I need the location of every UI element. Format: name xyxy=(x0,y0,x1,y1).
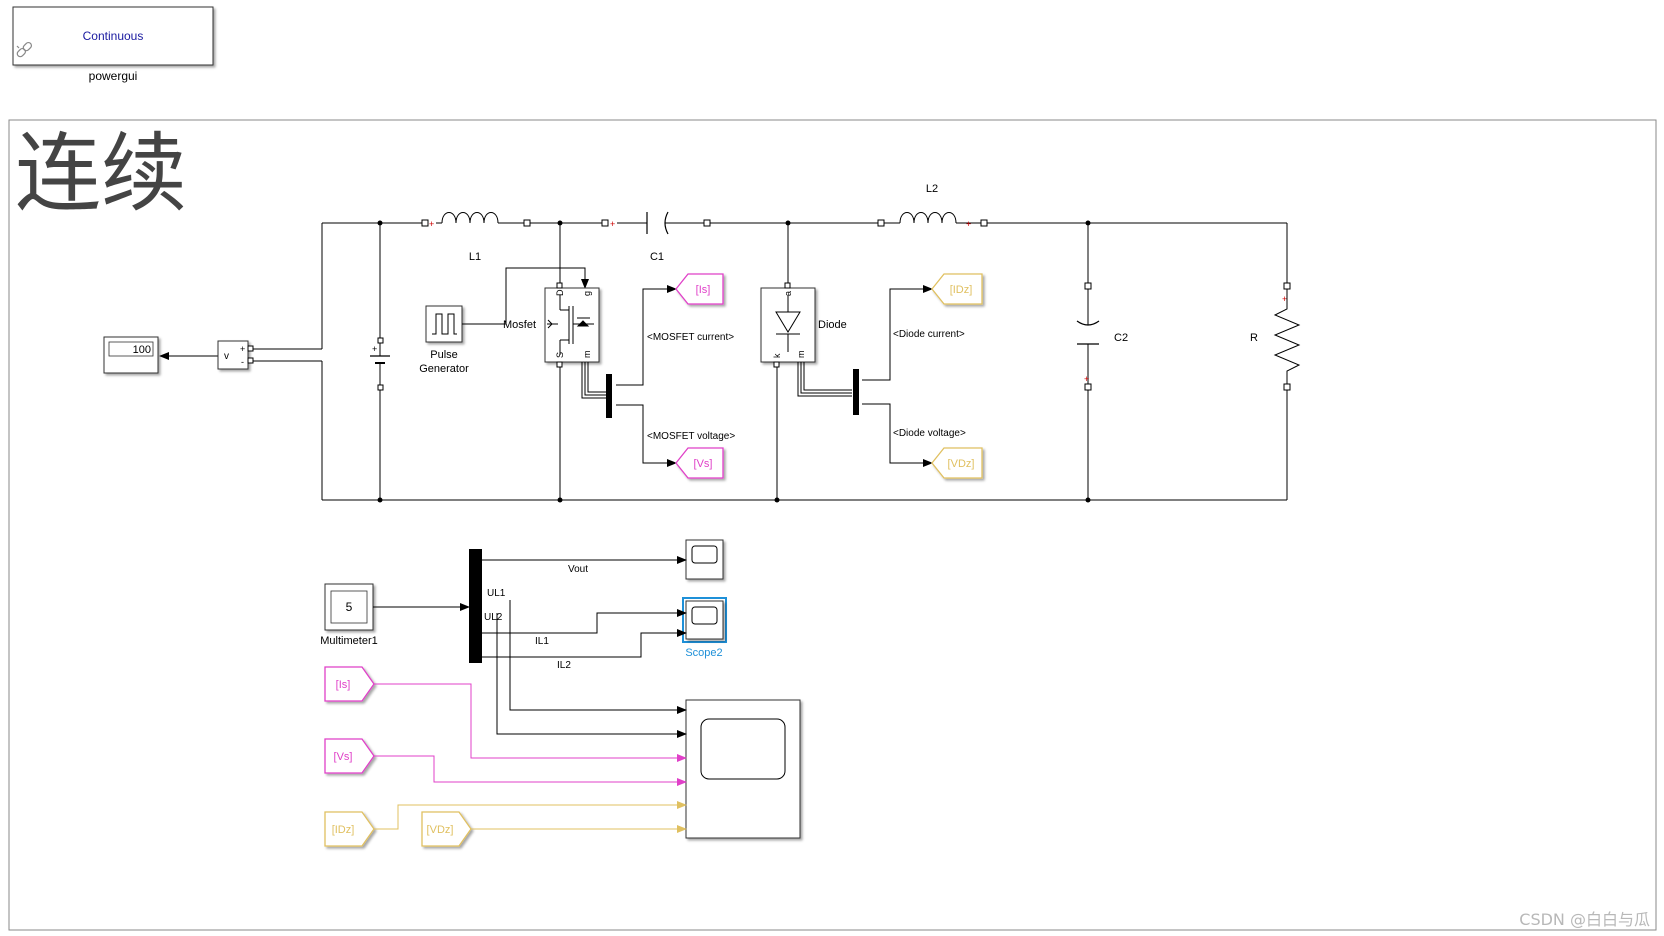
mosfet-port-s: S xyxy=(555,352,565,358)
display-value: 100 xyxy=(133,344,151,356)
capacitor-C1[interactable]: + C1 xyxy=(601,211,711,263)
voltmeter-plus: + xyxy=(240,344,245,354)
svg-text:+: + xyxy=(429,219,434,229)
signal-il1: IL1 xyxy=(535,636,549,647)
mosfet-measure-wires xyxy=(581,285,677,467)
goto-idz-tag[interactable]: [IDz] xyxy=(931,273,983,305)
from-is-tag[interactable]: [Is] xyxy=(324,666,375,702)
demux-block[interactable] xyxy=(469,549,482,663)
R-label: R xyxy=(1250,332,1258,344)
mosfet-port-g: g xyxy=(582,291,592,296)
scope2-block[interactable]: Scope2 xyxy=(682,597,727,659)
inductor-L1[interactable]: + L1 xyxy=(421,212,531,264)
mosfet-label: Mosfet xyxy=(503,319,536,331)
diode-current-label: <Diode current> xyxy=(893,329,965,340)
wire-junctions xyxy=(377,220,1091,503)
multimeter-value: 5 xyxy=(346,600,353,614)
goto-vs-label: [Vs] xyxy=(694,458,713,470)
source-plus: + xyxy=(372,344,377,354)
pulse-generator-label-1: Pulse xyxy=(430,349,458,361)
C1-label: C1 xyxy=(650,251,664,263)
goto-vdz-label: [VDz] xyxy=(948,458,975,470)
C2-label: C2 xyxy=(1114,332,1128,344)
area-title: 连续 xyxy=(15,126,187,222)
L2-label: L2 xyxy=(926,183,938,195)
from-tag-wires xyxy=(374,683,687,833)
L1-label: L1 xyxy=(469,251,481,263)
from-is-label: [Is] xyxy=(336,679,351,691)
diode-bus-selector[interactable] xyxy=(853,369,859,415)
goto-vs-tag[interactable]: [Vs] xyxy=(675,447,724,479)
diode-block[interactable]: a k m Diode xyxy=(760,282,847,368)
voltmeter-label: v xyxy=(224,351,229,362)
voltage-measurement-block[interactable]: v + - xyxy=(217,340,254,370)
svg-text:+: + xyxy=(1282,294,1287,304)
link-icon xyxy=(16,41,33,58)
powergui-mode: Continuous xyxy=(83,29,144,43)
multimeter-block[interactable]: 5 Multimeter1 xyxy=(320,583,378,647)
signal-il2: IL2 xyxy=(557,660,571,671)
mosfet-block[interactable]: D g S m Mosfet xyxy=(503,282,600,368)
voltmeter-minus: - xyxy=(241,357,244,367)
diode-label: Diode xyxy=(818,319,847,331)
gate-wire xyxy=(505,267,589,324)
diode-port-m: m xyxy=(796,351,806,359)
diode-symbol-icon xyxy=(775,295,801,352)
pulse-generator-label-2: Generator xyxy=(419,363,469,375)
powergui-block[interactable]: Continuous powergui xyxy=(12,6,214,83)
svg-text:+: + xyxy=(1084,374,1089,384)
multimeter-name: Multimeter1 xyxy=(320,635,377,647)
from-vdz-tag[interactable]: [VDz] xyxy=(421,811,472,847)
goto-is-label: [Is] xyxy=(696,284,711,296)
diode-voltage-label: <Diode voltage> xyxy=(893,428,966,439)
from-vs-label: [Vs] xyxy=(334,751,353,763)
inductor-L2[interactable]: + L2 xyxy=(877,183,988,229)
mosfet-port-m: m xyxy=(582,351,592,359)
diode-measure-wires xyxy=(797,285,933,467)
from-idz-tag[interactable]: [IDz] xyxy=(324,811,375,847)
demux-output-wires xyxy=(482,556,687,738)
resistor-R[interactable]: + R xyxy=(1250,282,1301,391)
signal-ul1: UL1 xyxy=(487,588,506,599)
area-frame xyxy=(8,119,1657,931)
capacitor-C2[interactable]: + C2 xyxy=(1076,282,1128,391)
powergui-name: powergui xyxy=(89,69,138,83)
from-idz-label: [IDz] xyxy=(332,824,355,836)
scope-vout-block[interactable] xyxy=(685,539,724,580)
mosfet-current-label: <MOSFET current> xyxy=(647,332,734,343)
mosfet-port-d: D xyxy=(555,289,565,296)
from-vs-tag[interactable]: [Vs] xyxy=(324,738,375,774)
svg-text:+: + xyxy=(610,219,615,229)
mosfet-symbol-icon xyxy=(547,295,594,355)
from-vdz-label: [VDz] xyxy=(427,824,454,836)
goto-idz-label: [IDz] xyxy=(950,284,973,296)
pulse-generator-block[interactable]: Pulse Generator xyxy=(419,305,469,375)
display-block[interactable]: 100 xyxy=(103,336,159,374)
scope2-name: Scope2 xyxy=(685,647,722,659)
watermark: CSDN @白白与瓜 xyxy=(1519,910,1650,929)
dc-voltage-source[interactable]: + xyxy=(370,337,390,391)
goto-is-tag[interactable]: [Is] xyxy=(675,273,724,305)
mosfet-voltage-label: <MOSFET voltage> xyxy=(647,431,735,442)
scope-main-block[interactable] xyxy=(685,699,801,839)
signal-vout: Vout xyxy=(568,564,588,575)
svg-text:+: + xyxy=(966,219,971,229)
diode-port-k: k xyxy=(772,353,782,358)
signal-ul2: UL2 xyxy=(484,612,503,623)
diode-port-a: a xyxy=(783,291,793,296)
mosfet-bus-selector[interactable] xyxy=(606,374,612,418)
goto-vdz-tag[interactable]: [VDz] xyxy=(931,447,983,479)
